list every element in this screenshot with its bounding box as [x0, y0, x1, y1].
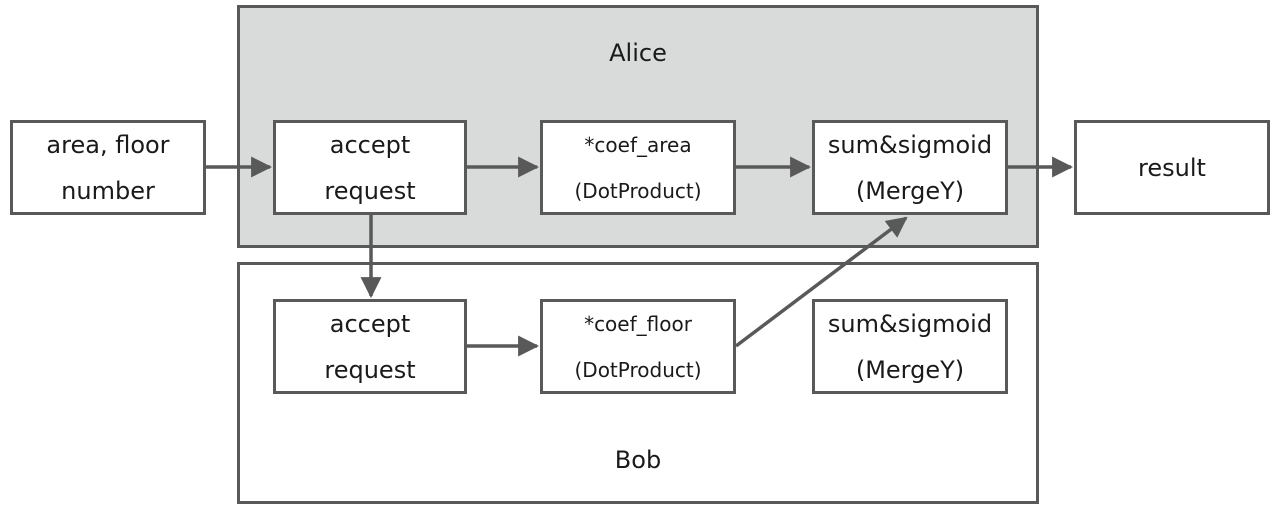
- input-node-line1: area, floor: [46, 130, 170, 159]
- bob-accept-line2: request: [324, 355, 416, 384]
- alice-group-title: Alice: [609, 39, 667, 67]
- bob-sum-sigmoid-node: sum&sigmoid (MergeY): [812, 299, 1008, 394]
- alice-coef-line1: *coef_area: [584, 132, 692, 157]
- bob-sum-line1: sum&sigmoid: [827, 309, 993, 338]
- input-node-line2: number: [61, 176, 155, 205]
- bob-coef-line1: *coef_floor: [584, 311, 692, 336]
- alice-sum-line1: sum&sigmoid: [827, 130, 993, 159]
- bob-coef-floor-node: *coef_floor (DotProduct): [540, 299, 736, 394]
- alice-accept-line1: accept: [329, 130, 411, 159]
- alice-coef-area-node: *coef_area (DotProduct): [540, 120, 736, 215]
- result-node: result: [1074, 120, 1270, 215]
- alice-coef-line2: (DotProduct): [574, 178, 702, 203]
- input-node: area, floor number: [10, 120, 206, 215]
- alice-sum-line2: (MergeY): [855, 176, 965, 205]
- bob-accept-request-node: accept request: [273, 299, 467, 394]
- bob-sum-line2: (MergeY): [855, 355, 965, 384]
- result-node-label: result: [1138, 153, 1206, 182]
- alice-sum-sigmoid-node: sum&sigmoid (MergeY): [812, 120, 1008, 215]
- bob-group-title: Bob: [614, 446, 662, 474]
- alice-accept-request-node: accept request: [273, 120, 467, 215]
- alice-accept-line2: request: [324, 176, 416, 205]
- bob-accept-line1: accept: [329, 309, 411, 338]
- bob-coef-line2: (DotProduct): [574, 357, 702, 382]
